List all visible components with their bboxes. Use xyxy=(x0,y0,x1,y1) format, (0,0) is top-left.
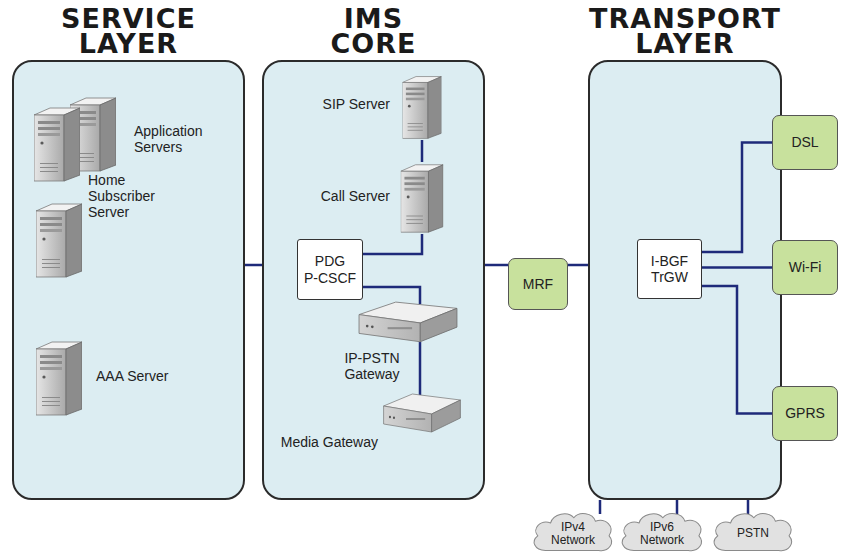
connector xyxy=(568,264,588,267)
gateway-node: IP-PSTN Gateway xyxy=(340,300,462,382)
server-icon xyxy=(397,162,447,234)
label-text: DSL xyxy=(791,134,818,150)
label-wrap: IP-PSTN Gateway xyxy=(340,350,404,382)
function-box: MRF xyxy=(508,258,568,310)
server-node: AAA Server xyxy=(36,338,186,420)
network-cloud: IPv6 Network xyxy=(618,510,706,553)
label-text: I-BGF xyxy=(651,253,688,269)
label-wrap: Media Gateway xyxy=(278,434,378,450)
label-text: Home Subscriber Server xyxy=(88,172,168,220)
layer-panel: IMS CORESIP ServerCall ServerPDGP-CSCFIP… xyxy=(262,60,485,500)
label-text: Call Server xyxy=(298,188,390,204)
server-node: SIP Server xyxy=(302,72,452,142)
label-text: IPv6 Network xyxy=(633,521,691,547)
server-node: Application Servers xyxy=(26,95,226,187)
layer-panel: SERVICE LAYERApplication ServersHome Sub… xyxy=(12,60,245,500)
label-wrap: Application Servers xyxy=(134,123,224,155)
connector xyxy=(419,342,422,395)
server-icon xyxy=(26,95,121,183)
label-wrap: Call Server xyxy=(298,188,390,204)
label-text: PDG xyxy=(315,253,345,269)
connector xyxy=(421,140,424,162)
heading-wrap: SERVICE LAYER xyxy=(39,6,219,56)
label-text: Application Servers xyxy=(134,123,224,155)
function-box: PDGP-CSCF xyxy=(297,239,363,300)
heading-wrap: IMS CORE xyxy=(304,6,444,56)
connector xyxy=(702,266,772,269)
access-box: GPRS xyxy=(772,386,838,441)
layer-panel: TRANSPORT LAYERI-BGFTrGW xyxy=(588,60,782,500)
server-icon xyxy=(36,338,82,418)
label-text: SERVICE LAYER xyxy=(39,6,219,56)
label-text: AAA Server xyxy=(96,368,184,384)
access-box: Wi-Fi xyxy=(772,240,838,295)
label-text: TrGW xyxy=(651,269,688,285)
server-node: Call Server xyxy=(298,162,452,238)
access-box: DSL xyxy=(772,115,838,170)
label-text: SIP Server xyxy=(302,96,390,112)
heading-wrap: TRANSPORT LAYER xyxy=(569,6,801,56)
function-box: I-BGFTrGW xyxy=(637,239,702,299)
server-icon xyxy=(397,74,447,140)
connector xyxy=(485,264,508,267)
label-text: TRANSPORT LAYER xyxy=(569,6,801,56)
network-cloud: PSTN xyxy=(710,510,796,553)
label-text: GPRS xyxy=(785,405,825,421)
connector xyxy=(747,500,750,514)
label-text: P-CSCF xyxy=(304,270,356,286)
label-text: IMS CORE xyxy=(304,6,444,56)
connector xyxy=(245,264,262,267)
gateway-icon xyxy=(382,392,462,438)
label-text: PSTN xyxy=(737,527,769,540)
label-text: MRF xyxy=(523,276,553,292)
label-wrap: SIP Server xyxy=(302,96,390,112)
label-wrap: AAA Server xyxy=(96,368,184,384)
network-cloud: IPv4 Network xyxy=(530,510,616,553)
connector xyxy=(676,500,679,514)
label-text: IP-PSTN Gateway xyxy=(340,350,404,382)
connector xyxy=(599,500,602,514)
gateway-icon xyxy=(357,300,459,348)
label-text: IPv4 Network xyxy=(544,521,602,547)
label-text: Media Gateway xyxy=(278,434,378,450)
label-text: Wi-Fi xyxy=(789,259,822,275)
server-node: Home Subscriber Server xyxy=(36,172,171,282)
label-wrap: Home Subscriber Server xyxy=(88,172,168,220)
server-icon xyxy=(36,200,82,280)
gateway-node: Media Gateway xyxy=(278,392,462,452)
